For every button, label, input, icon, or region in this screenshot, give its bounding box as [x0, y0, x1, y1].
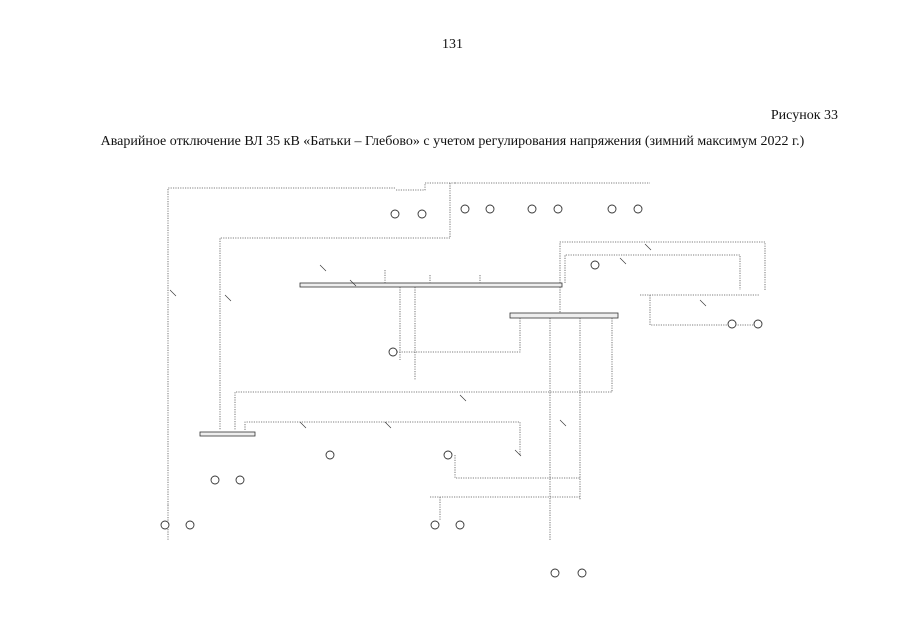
lower-left-bus: [199, 431, 256, 437]
transformer-2: [417, 209, 427, 219]
feeder-left-outer: [167, 187, 395, 505]
transformer-5: [527, 204, 537, 214]
transformer-3: [460, 204, 470, 214]
feeder-top-left: [395, 182, 455, 191]
switch-mark: [699, 299, 707, 307]
switch-mark: [644, 243, 652, 251]
transformer-13: [325, 450, 335, 460]
transformer-14: [443, 450, 453, 460]
figure-caption: Аварийное отключение ВЛ 35 кВ «Батьки – …: [100, 134, 805, 149]
transformer-4: [485, 204, 495, 214]
transformer-15: [210, 475, 220, 485]
transformer-16: [235, 475, 245, 485]
transformer-21: [550, 568, 560, 578]
secondary-left: [395, 318, 521, 353]
switch-mark: [514, 449, 522, 457]
secondary-long: [234, 318, 613, 430]
switch-mark: [299, 421, 307, 429]
transformer-12: [753, 319, 763, 329]
switch-mark: [459, 394, 467, 402]
transformer-8: [633, 204, 643, 214]
transformer-7: [607, 204, 617, 214]
lower-feeder: [244, 421, 521, 455]
switch-mark: [319, 264, 327, 272]
secondary-bus: [509, 312, 619, 319]
transformer-10: [388, 347, 398, 357]
feeder-left-inner: [219, 237, 450, 430]
feeder-right-inner: [564, 254, 741, 290]
feeder-right-loop: [559, 241, 766, 290]
transformer-18: [185, 520, 195, 530]
lower-right-branch: [454, 455, 580, 479]
main-bus: [299, 282, 563, 288]
switch-mark: [224, 294, 232, 302]
figure-label: Рисунок 33: [770, 108, 838, 123]
transformer-20: [455, 520, 465, 530]
switch-mark: [559, 419, 567, 427]
switch-mark: [619, 257, 627, 265]
transformer-22: [577, 568, 587, 578]
transformer-6: [553, 204, 563, 214]
switch-mark: [349, 279, 357, 287]
transformer-9: [590, 260, 600, 270]
transformer-19: [430, 520, 440, 530]
transformer-11: [727, 319, 737, 329]
transformer-17: [160, 520, 170, 530]
feeder-right-lower: [649, 295, 760, 326]
switch-mark: [384, 421, 392, 429]
switch-mark: [169, 289, 177, 297]
transformer-1: [390, 209, 400, 219]
page-number: 131: [442, 37, 463, 52]
